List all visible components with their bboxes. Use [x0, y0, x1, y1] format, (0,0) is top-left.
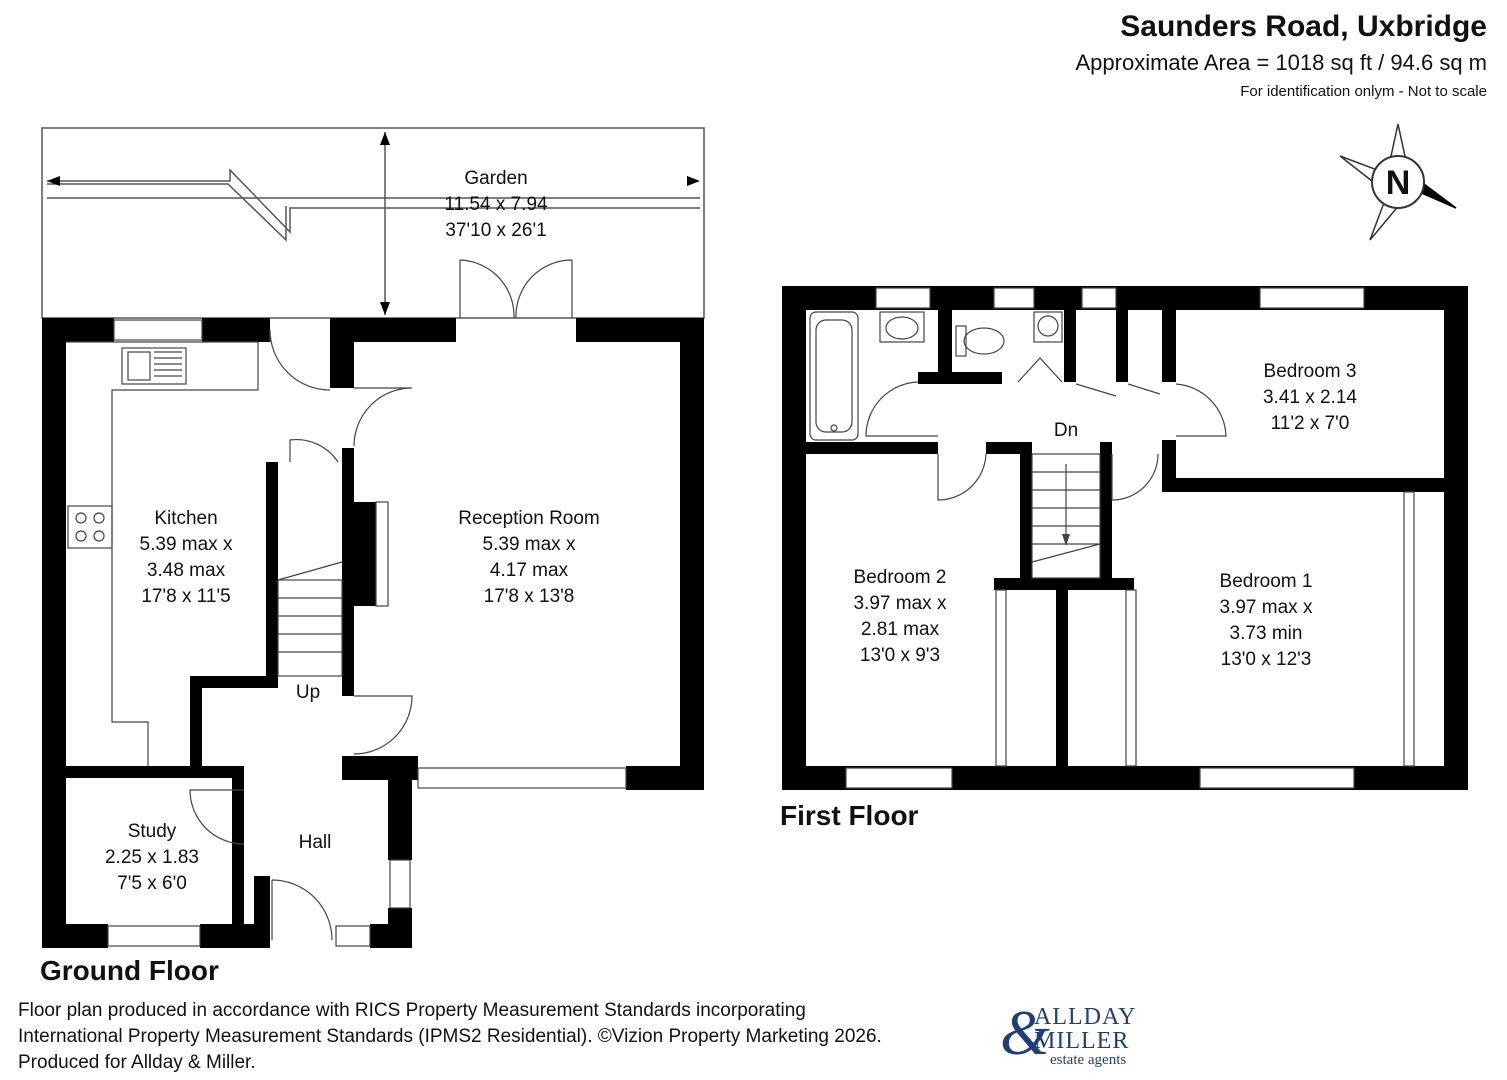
logo-line: ALLDAY [1034, 1004, 1137, 1030]
room-kitchen: Kitchen 5.39 max x 3.48 max 17'8 x 11'5 [140, 506, 233, 610]
room-dims-line1: 5.39 max x [482, 534, 576, 555]
garden-outline [41, 127, 705, 319]
room-dims-line1: 3.97 max x [1219, 597, 1313, 618]
room-bedroom-3: Bedroom 3 3.41 x 2.14 11'2 x 7'0 [1263, 359, 1357, 437]
basin-icon [1033, 311, 1063, 343]
window [993, 287, 1035, 309]
window [107, 925, 201, 947]
window [1199, 767, 1355, 789]
room-dims-line2: 2.81 max [860, 619, 940, 640]
disclaimer-note: For identification onlym - Not to scale [1240, 83, 1487, 100]
room-dims-line1: 5.39 max x [139, 534, 233, 555]
sink-icon [121, 347, 187, 385]
agent-logo: & ALLDAY MILLER estate agents [1000, 997, 1170, 1072]
door-swing [865, 381, 938, 437]
first-floor-label: First Floor [780, 800, 919, 831]
door-swing [269, 329, 331, 391]
footer-line: Produced for Allday & Miller. [18, 1052, 256, 1073]
door-swing [1075, 383, 1161, 397]
room-dims-line2: 4.17 max [489, 560, 569, 581]
door-swing [289, 439, 339, 463]
room-hall: Hall [299, 830, 332, 856]
page-title: Saunders Road, Uxbridge [1120, 10, 1487, 43]
window [389, 859, 411, 909]
room-dims-metric: 11.54 x 7.94 [444, 194, 548, 215]
footer-line: International Property Measurement Stand… [18, 1026, 882, 1047]
room-study: Study 2.25 x 1.83 7'5 x 6'0 [105, 819, 199, 897]
room-name: Bedroom 1 [1219, 571, 1313, 592]
room-dims-imperial: 17'8 x 11'5 [141, 586, 231, 607]
door-swing [1175, 383, 1227, 437]
ground-floor-label: Ground Floor [40, 955, 219, 986]
arrow-down-icon [380, 302, 390, 315]
basin-icon [879, 311, 925, 343]
door-swing [937, 453, 987, 501]
hob-icon [67, 505, 113, 549]
logo-ampersand: & [1000, 997, 1050, 1068]
room-bedroom-1: Bedroom 1 3.97 max x 3.73 min 13'0 x 12'… [1220, 569, 1313, 673]
arrow-left-icon [47, 176, 60, 186]
logo-line: MILLER [1034, 1028, 1130, 1054]
room-dims-line1: 3.97 max x [853, 593, 947, 614]
stairs-up-label: Up [295, 682, 321, 703]
logo-tagline: estate agents [1050, 1052, 1127, 1068]
toilet-icon [955, 325, 1005, 357]
room-reception: Reception Room 5.39 max x 4.17 max 17'8 … [458, 506, 600, 610]
room-dims-imperial: 37'10 x 26'1 [445, 220, 547, 241]
compass-icon: N [1339, 123, 1457, 241]
room-bedroom-2: Bedroom 2 3.97 max x 2.81 max 13'0 x 9'3 [854, 565, 947, 669]
room-name: Reception Room [458, 508, 600, 529]
room-dims-line2: 3.48 max [146, 560, 226, 581]
stairs-down-label: Dn [1053, 420, 1079, 441]
arrow-right-icon [687, 176, 700, 186]
window [417, 767, 627, 789]
room-name: Bedroom 2 [853, 567, 947, 588]
staircase-down [1031, 453, 1101, 579]
bath-icon [809, 311, 859, 441]
door-swing [353, 695, 413, 755]
window [335, 925, 371, 947]
room-dims-metric: 2.25 x 1.83 [104, 847, 200, 868]
first-floor-walls [782, 286, 1468, 790]
compass-letter: N [1386, 164, 1411, 202]
room-name: Garden [464, 168, 528, 189]
window [1081, 287, 1117, 309]
door-swing [189, 789, 245, 845]
room-dims-imperial: 11'2 x 7'0 [1270, 413, 1350, 434]
window [113, 319, 203, 341]
room-garden: Garden 11.54 x 7.94 37'10 x 26'1 [444, 166, 547, 244]
window [875, 287, 931, 309]
room-dims-imperial: 13'0 x 9'3 [859, 645, 941, 666]
window [845, 767, 953, 789]
room-dims-imperial: 13'0 x 12'3 [1220, 649, 1312, 670]
room-name: Bedroom 3 [1263, 361, 1357, 382]
wardrobe [1403, 491, 1415, 767]
window [1259, 287, 1365, 309]
ground-floor-walls [42, 318, 704, 948]
room-dims-metric: 3.41 x 2.14 [1262, 387, 1358, 408]
room-dims-imperial: 17'8 x 13'8 [483, 586, 575, 607]
room-name: Hall [298, 832, 332, 853]
door-swing [1111, 453, 1159, 501]
door-swing [353, 387, 413, 447]
staircase-up [277, 561, 343, 677]
footer-disclaimer: Floor plan produced in accordance with R… [18, 998, 998, 1076]
wardrobe [1125, 589, 1137, 767]
room-name: Study [127, 821, 177, 842]
approximate-area: Approximate Area = 1018 sq ft / 94.6 sq … [1075, 50, 1487, 75]
room-name: Kitchen [154, 508, 218, 529]
french-doors [459, 259, 573, 319]
arrow-up-icon [380, 132, 390, 145]
footer-line: Floor plan produced in accordance with R… [18, 1000, 806, 1021]
room-dims-imperial: 7'5 x 6'0 [117, 873, 187, 894]
door-swing [271, 879, 333, 941]
wardrobe [995, 589, 1007, 767]
room-dims-line2: 3.73 min [1229, 623, 1303, 644]
